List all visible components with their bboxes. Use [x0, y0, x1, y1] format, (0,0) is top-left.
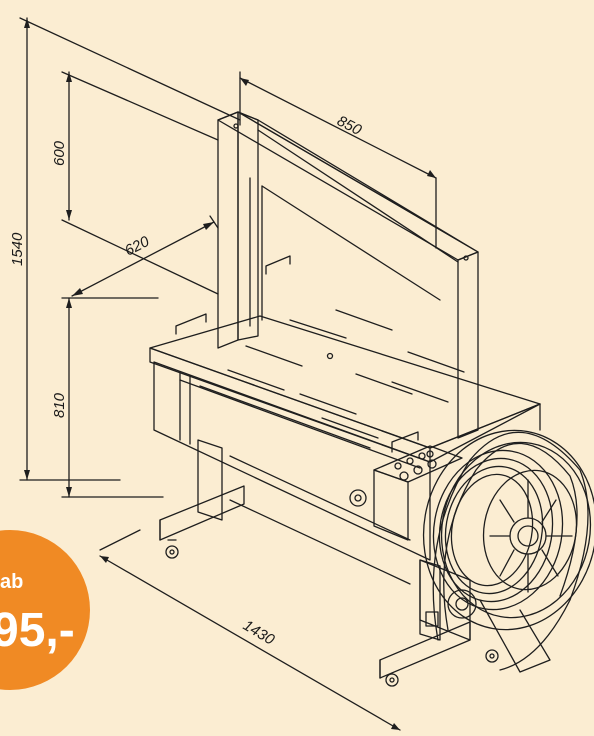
dim-label-810: 810	[51, 392, 68, 418]
caster-wheels	[165, 539, 499, 687]
machine-body	[153, 361, 541, 561]
dimension-lines	[19, 17, 437, 731]
dimension-arrows	[24, 18, 436, 730]
price-badge-prefix: ab	[0, 571, 23, 593]
price-badge-price: 95,-	[0, 604, 75, 657]
dim-label-1430: 1430	[240, 617, 278, 649]
dim-label-620: 620	[122, 233, 153, 260]
dim-label-600: 600	[51, 140, 68, 166]
dim-label-1540: 1540	[9, 232, 26, 266]
dim-label-850: 850	[334, 112, 365, 139]
strapping-arch	[217, 111, 479, 439]
control-panel	[373, 445, 463, 541]
price-badge: ab 95,-	[0, 530, 90, 690]
strap-reel	[422, 429, 594, 673]
dispenser-cabinet	[419, 559, 477, 641]
